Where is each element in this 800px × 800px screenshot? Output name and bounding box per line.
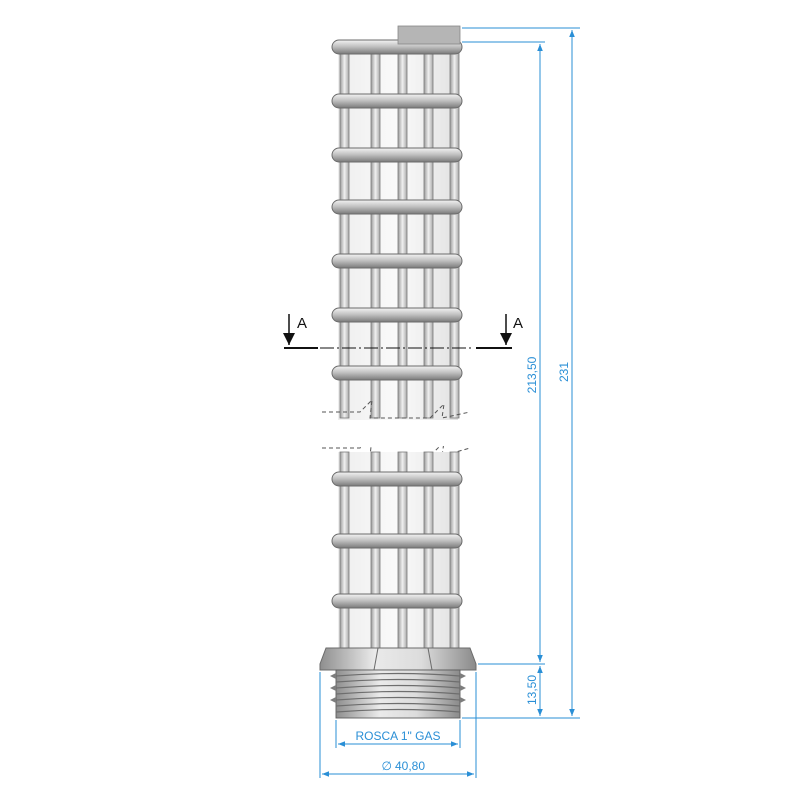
lower-cage <box>331 451 463 653</box>
cage-rings-upper <box>331 39 463 381</box>
dim-thread-label: ROSCA 1" GAS <box>356 729 441 743</box>
dimension-lines <box>319 27 580 778</box>
dim-diameter: 40,80 <box>395 759 425 773</box>
diameter-symbol-icon: ∅ <box>382 759 392 773</box>
cage-bars-upper <box>339 47 460 419</box>
top-cap <box>397 25 461 45</box>
dim-thread-height: 13,50 <box>525 675 539 705</box>
break-gap <box>330 420 470 446</box>
threaded-end <box>330 669 466 719</box>
upper-cage <box>331 25 463 420</box>
section-label-right: A <box>513 315 523 332</box>
section-line-a: A A <box>283 314 523 349</box>
cage-rings-lower <box>331 471 463 609</box>
section-label-left: A <box>297 315 307 332</box>
dim-cage-height: 213,50 <box>525 356 539 393</box>
hex-shoulder <box>319 647 477 671</box>
dim-total-height: 231 <box>557 362 571 382</box>
